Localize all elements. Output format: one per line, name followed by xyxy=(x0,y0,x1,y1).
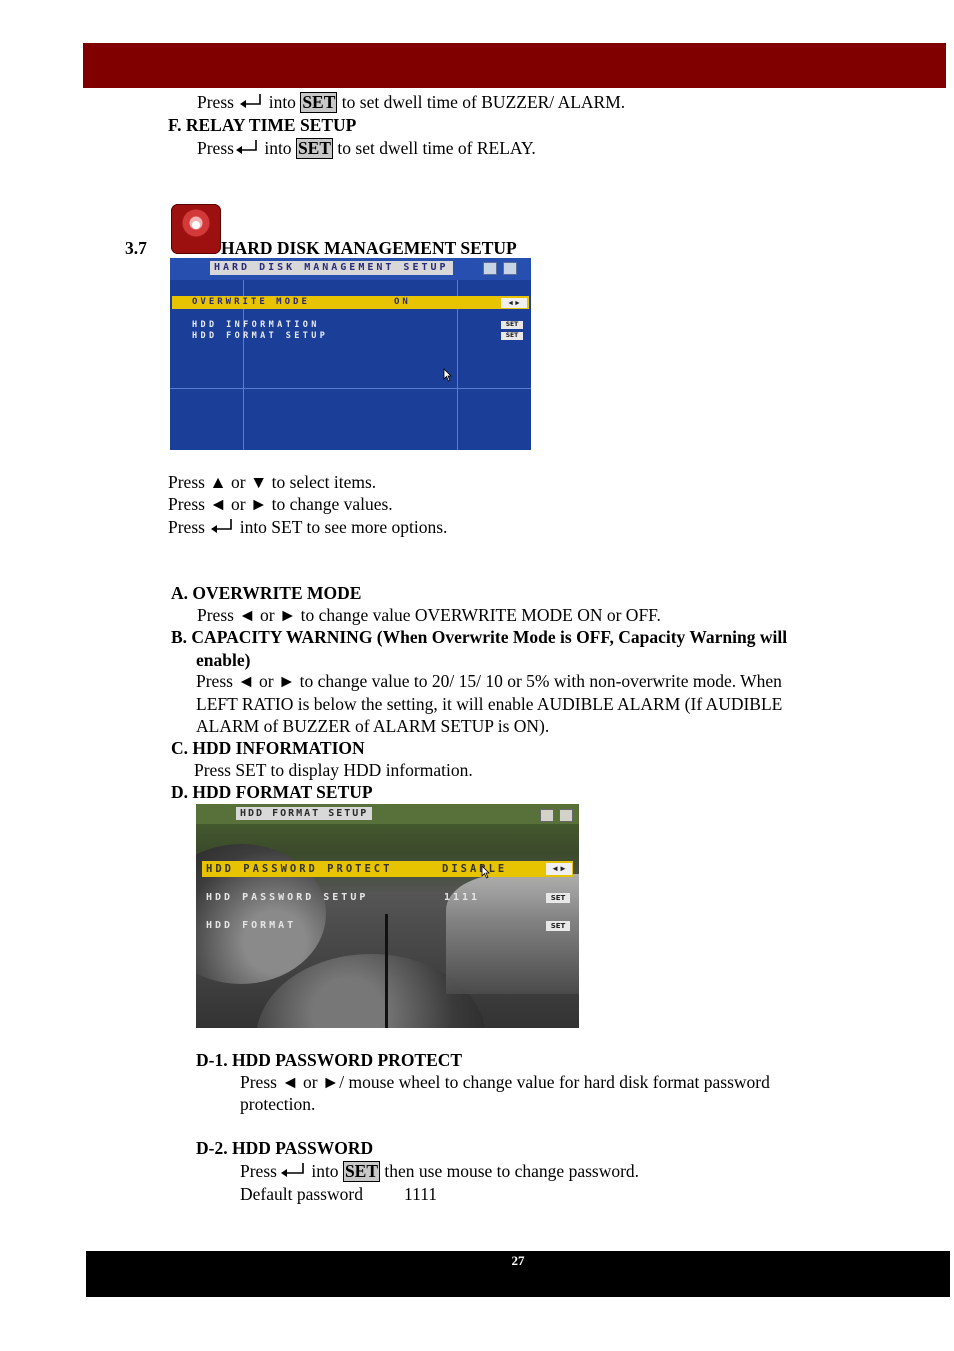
instruction-select-items: Press ▲ or ▼ to select items. xyxy=(168,472,377,492)
set-key-label: SET xyxy=(300,92,338,113)
press-text: Press xyxy=(168,517,205,537)
header-band xyxy=(83,43,946,88)
section-title: HARD DISK MANAGEMENT SETUP xyxy=(221,238,517,258)
more-options-text: into SET to see more options. xyxy=(239,517,448,537)
overwrite-mode-heading: A. OVERWRITE MODE xyxy=(171,583,362,603)
hdd-management-screenshot: HARD DISK MANAGEMENT SETUP OVERWRITE MOD… xyxy=(170,258,531,450)
osd-set-button: SET xyxy=(501,332,523,340)
set-key-label: SET xyxy=(342,1161,381,1182)
buzzer-instruction-text: to set dwell time of BUZZER/ ALARM. xyxy=(341,92,626,112)
capacity-warning-text: LEFT RATIO is below the setting, it will… xyxy=(196,694,783,714)
osd-header: HARD DISK MANAGEMENT SETUP xyxy=(170,258,531,280)
relay-instruction-text: to set dwell time of RELAY. xyxy=(337,138,536,158)
instruction-change-values: Press ◄ or ► to change values. xyxy=(168,494,393,514)
back-icon xyxy=(483,262,497,275)
osd-row-label: HDD INFORMATION xyxy=(192,320,320,330)
osd-row-label: HDD PASSWORD SETUP xyxy=(206,892,369,903)
hdd-password-text: then use mouse to change password. xyxy=(384,1161,640,1181)
into-text: into xyxy=(268,92,296,112)
into-text: into xyxy=(264,138,292,158)
section-number: 3.7 xyxy=(125,238,147,258)
osd-row-value: ON xyxy=(394,297,411,307)
osd-row-value: 1111 xyxy=(444,892,481,903)
osd-title: HDD FORMAT SETUP xyxy=(236,807,373,820)
capacity-warning-heading-cont: enable) xyxy=(196,650,251,670)
default-password-value: 1111 xyxy=(404,1184,438,1204)
mouse-cursor-icon xyxy=(481,865,490,879)
close-icon xyxy=(503,262,517,275)
instruction-more-options: Press into SET to see more options. xyxy=(168,517,447,538)
left-right-arrows-icon: ◄► xyxy=(546,863,572,875)
hdd-format-setup-screenshot: HDD FORMAT SETUP HDD PASSWORD PROTECT DI… xyxy=(196,804,579,1028)
default-password-label: Default password xyxy=(240,1184,363,1204)
osd-row-label: HDD PASSWORD PROTECT xyxy=(206,863,393,875)
press-text: Press xyxy=(240,1161,277,1181)
hdd-password-heading: D-2. HDD PASSWORD xyxy=(196,1138,374,1158)
osd-row-value: DISABLE xyxy=(442,863,508,875)
enter-key-icon xyxy=(280,1163,304,1177)
footer-band: 27 xyxy=(86,1251,950,1297)
osd-row-label: HDD FORMAT xyxy=(206,920,297,931)
overwrite-mode-text: Press ◄ or ► to change value OVERWRITE M… xyxy=(197,605,661,625)
enter-key-icon xyxy=(235,140,257,154)
osd-row-label: OVERWRITE MODE xyxy=(192,297,310,307)
page-number: 27 xyxy=(511,1253,525,1268)
hdd-information-text: Press SET to display HDD information. xyxy=(194,760,473,780)
into-text: into xyxy=(311,1161,339,1181)
selected-row-highlight xyxy=(172,296,529,309)
osd-set-button: SET xyxy=(546,921,570,931)
osd-set-button: SET xyxy=(546,893,570,903)
password-protect-heading: D-1. HDD PASSWORD PROTECT xyxy=(196,1050,463,1070)
hdd-password-instruction: Press into SET then use mouse to change … xyxy=(240,1161,639,1182)
left-right-arrows-icon: ◄► xyxy=(501,298,527,308)
press-text: Press xyxy=(197,138,234,158)
relay-heading: F. RELAY TIME SETUP xyxy=(168,115,357,135)
back-icon xyxy=(540,809,554,822)
hard-disk-icon xyxy=(171,204,221,254)
enter-key-icon xyxy=(240,94,262,108)
enter-key-icon xyxy=(211,519,233,533)
set-key-label: SET xyxy=(295,138,334,159)
password-protect-text: protection. xyxy=(240,1094,316,1114)
mouse-cursor-icon xyxy=(443,368,452,382)
close-icon xyxy=(559,809,573,822)
password-protect-text: Press ◄ or ►/ mouse wheel to change valu… xyxy=(240,1072,770,1092)
osd-set-button: SET xyxy=(501,321,523,329)
osd-row-label: HDD FORMAT SETUP xyxy=(192,331,329,341)
hdd-information-heading: C. HDD INFORMATION xyxy=(171,738,365,758)
capacity-warning-text: ALARM of BUZZER of ALARM SETUP is ON). xyxy=(196,716,550,736)
capacity-warning-heading: B. CAPACITY WARNING (When Overwrite Mode… xyxy=(171,627,788,647)
selected-row-highlight xyxy=(202,861,573,877)
relay-instruction: Press into SET to set dwell time of RELA… xyxy=(197,138,536,159)
hdd-format-setup-heading: D. HDD FORMAT SETUP xyxy=(171,782,373,802)
press-text: Press xyxy=(197,92,234,112)
osd-title: HARD DISK MANAGEMENT SETUP xyxy=(210,261,453,275)
osd-header: HDD FORMAT SETUP xyxy=(196,804,579,824)
capacity-warning-text: Press ◄ or ► to change value to 20/ 15/ … xyxy=(196,671,782,691)
buzzer-instruction: Press into SET to set dwell time of BUZZ… xyxy=(197,92,625,113)
